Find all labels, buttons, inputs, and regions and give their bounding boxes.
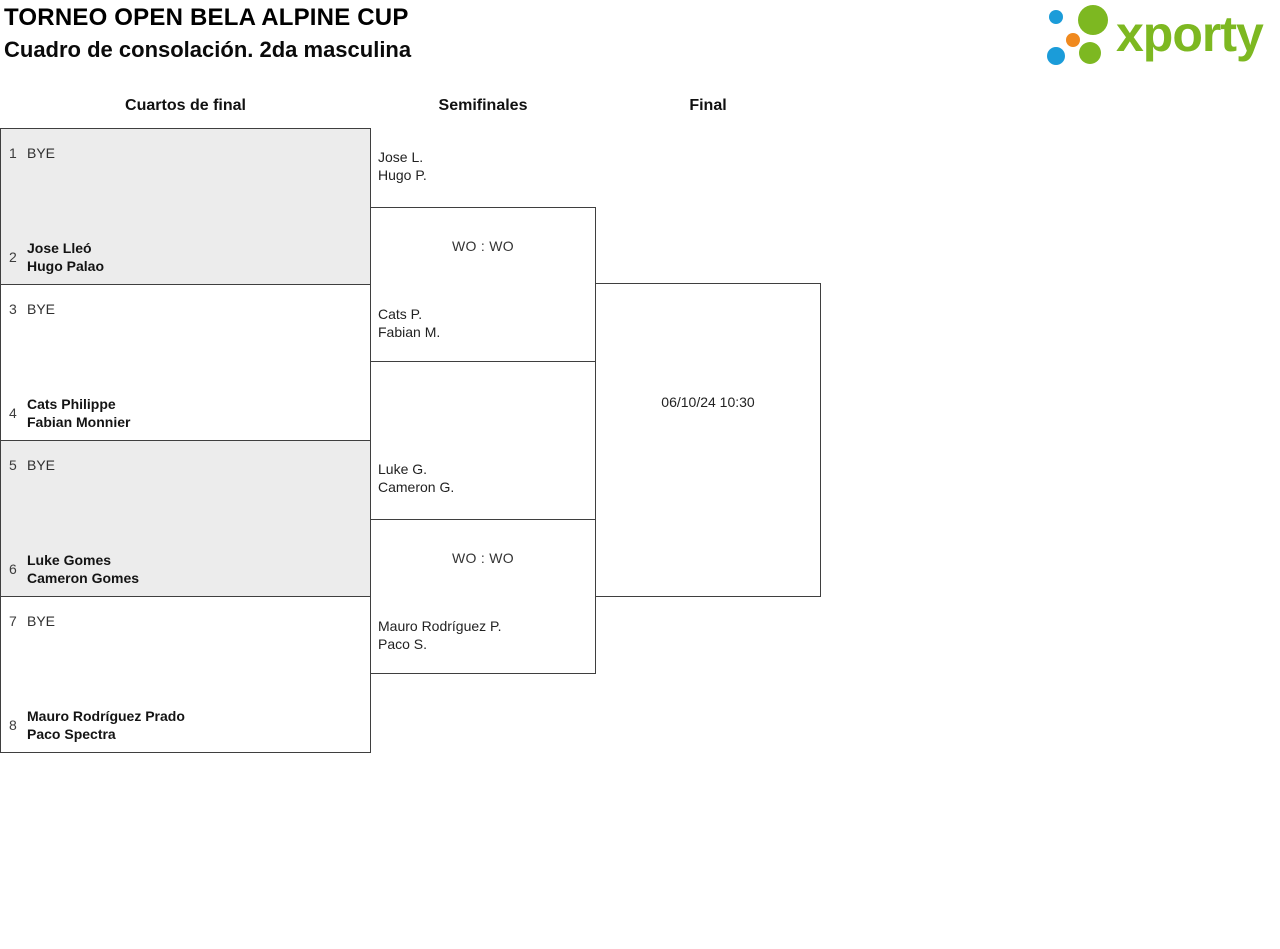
player-name: Luke G. bbox=[378, 461, 428, 477]
seed-number: 8 bbox=[9, 717, 17, 733]
bye-label: BYE bbox=[27, 613, 56, 629]
sf1-team-top: Jose L. Hugo P. bbox=[378, 148, 427, 184]
player-name: Cameron G. bbox=[378, 479, 455, 495]
tournament-title: TORNEO OPEN BELA ALPINE CUP bbox=[4, 4, 409, 31]
seed-number: 1 bbox=[9, 145, 17, 161]
sf1-score: WO : WO bbox=[452, 238, 514, 254]
seed-number: 6 bbox=[9, 561, 17, 577]
qf3-team-bottom: 6 Luke Gomes Cameron Gomes bbox=[9, 551, 139, 587]
sf-match-2: Luke G. Cameron G. WO : WO Mauro Rodrígu… bbox=[370, 461, 596, 674]
sf-match-1: Jose L. Hugo P. WO : WO Cats P. Fabian M… bbox=[370, 149, 596, 362]
qf1-team-top: 1 BYE bbox=[9, 145, 55, 161]
final-match: 06/10/24 10:30 bbox=[595, 283, 821, 597]
seed-number: 2 bbox=[9, 249, 17, 265]
logo-wordmark: xporty bbox=[1116, 6, 1264, 62]
player-name: Fabian M. bbox=[378, 324, 441, 340]
round-header-semifinales: Semifinales bbox=[438, 97, 528, 114]
bye-label: BYE bbox=[27, 301, 56, 317]
tournament-subtitle: Cuadro de consolación. 2da masculina bbox=[4, 37, 412, 62]
player-name: Hugo Palao bbox=[27, 258, 105, 274]
player-name: Mauro Rodríguez P. bbox=[378, 618, 502, 634]
qf-match-3: 5 BYE 6 Luke Gomes Cameron Gomes bbox=[0, 440, 371, 597]
player-name: Jose L. bbox=[378, 149, 424, 165]
seed-number: 4 bbox=[9, 405, 17, 421]
round-header-final: Final bbox=[689, 97, 727, 114]
team-names: Mauro Rodríguez Prado Paco Spectra bbox=[27, 707, 185, 743]
sf1-team-bottom: Cats P. Fabian M. bbox=[378, 305, 440, 341]
sf2-team-bottom: Mauro Rodríguez P. Paco S. bbox=[378, 617, 501, 653]
team-names: Jose Lleó Hugo Palao bbox=[27, 239, 104, 275]
player-name: Cameron Gomes bbox=[27, 570, 140, 586]
match-schedule: 06/10/24 10:30 bbox=[661, 394, 755, 410]
round-header-cuartos: Cuartos de final bbox=[125, 97, 246, 114]
player-name: Jose Lleó bbox=[27, 240, 92, 256]
sf2-team-top: Luke G. Cameron G. bbox=[378, 460, 454, 496]
qf-match-2: 3 BYE 4 Cats Philippe Fabian Monnier bbox=[0, 284, 371, 441]
player-name: Mauro Rodríguez Prado bbox=[27, 708, 185, 724]
qf4-team-top: 7 BYE bbox=[9, 613, 55, 629]
bye-label: BYE bbox=[27, 457, 56, 473]
seed-number: 5 bbox=[9, 457, 17, 473]
seed-number: 3 bbox=[9, 301, 17, 317]
qf-match-1: 1 BYE 2 Jose Lleó Hugo Palao bbox=[0, 128, 371, 285]
player-name: Cats P. bbox=[378, 306, 423, 322]
logo-dots-icon bbox=[1047, 5, 1108, 65]
player-name: Fabian Monnier bbox=[27, 414, 131, 430]
qf4-team-bottom: 8 Mauro Rodríguez Prado Paco Spectra bbox=[9, 707, 185, 743]
player-name: Paco S. bbox=[378, 636, 428, 652]
team-names: Luke Gomes Cameron Gomes bbox=[27, 551, 139, 587]
qf2-team-bottom: 4 Cats Philippe Fabian Monnier bbox=[9, 395, 130, 431]
player-name: Paco Spectra bbox=[27, 726, 116, 742]
sf2-score: WO : WO bbox=[452, 550, 514, 566]
seed-number: 7 bbox=[9, 613, 17, 629]
qf-match-4: 7 BYE 8 Mauro Rodríguez Prado Paco Spect… bbox=[0, 596, 371, 753]
qf3-team-top: 5 BYE bbox=[9, 457, 55, 473]
bye-label: BYE bbox=[27, 145, 56, 161]
player-name: Cats Philippe bbox=[27, 396, 116, 412]
xporty-logo[interactable]: xporty bbox=[1046, 4, 1264, 68]
qf1-team-bottom: 2 Jose Lleó Hugo Palao bbox=[9, 239, 104, 275]
player-name: Hugo P. bbox=[378, 167, 427, 183]
team-names: Cats Philippe Fabian Monnier bbox=[27, 395, 130, 431]
player-name: Luke Gomes bbox=[27, 552, 112, 568]
qf2-team-top: 3 BYE bbox=[9, 301, 55, 317]
